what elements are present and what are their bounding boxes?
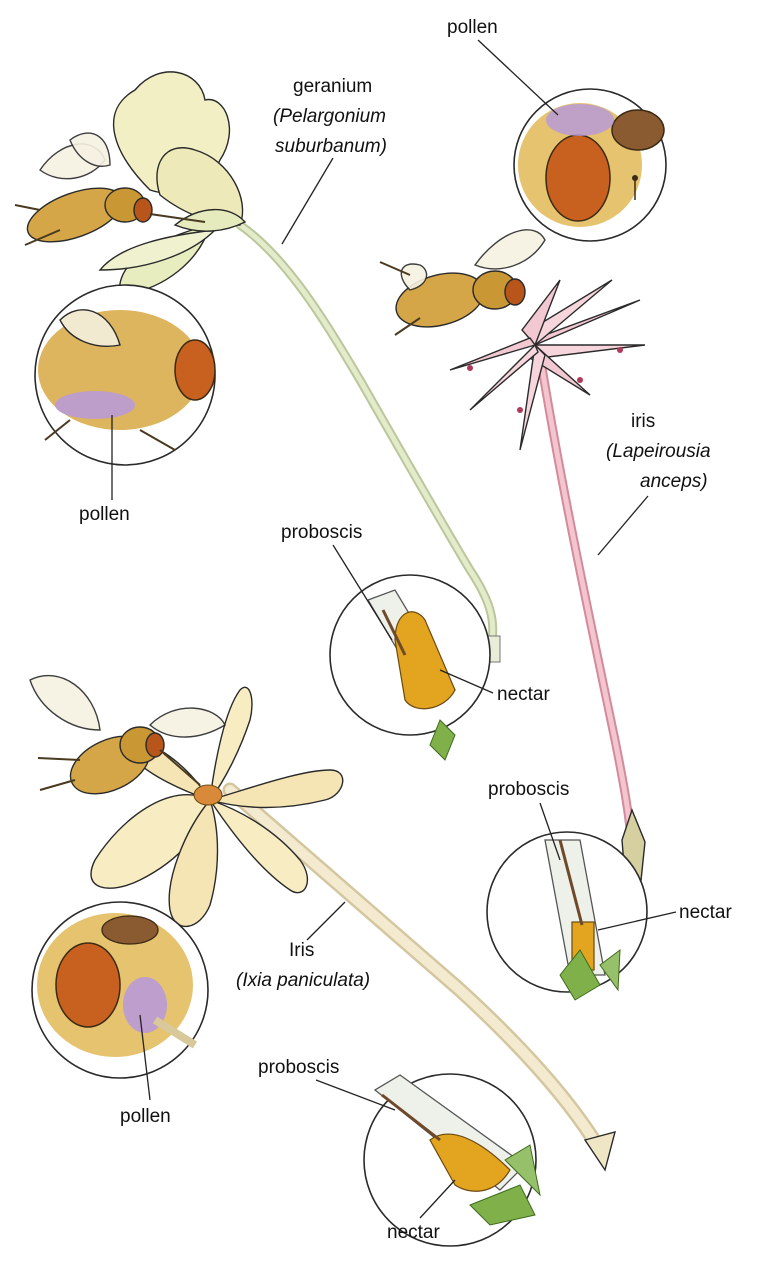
iris-ixia-latin-name: (Ixia paniculata)	[236, 970, 370, 991]
proboscis-label-right: proboscis	[488, 779, 569, 800]
right-tube-magnifier	[487, 832, 647, 1000]
pollen-label-top-right: pollen	[447, 17, 498, 38]
iris-ixia-leader	[307, 902, 345, 940]
proboscis-label-bottom: proboscis	[258, 1057, 339, 1078]
iris-lapeirousia-latin-line1: (Lapeirousia	[606, 441, 711, 462]
fly-on-pink-iris	[380, 230, 545, 336]
geranium-latin-name-line2: suburbanum)	[275, 136, 387, 157]
left-lower-magnifier	[32, 902, 208, 1078]
geranium-latin-name-line1: (Pelargonium	[273, 106, 386, 127]
pollen-cluster	[55, 391, 135, 419]
pollen-leader-top-right	[478, 40, 558, 115]
fly-eye	[56, 943, 120, 1027]
pollen-label-left-lower: pollen	[120, 1106, 171, 1127]
iris-lapeirousia-leader	[598, 496, 648, 555]
pollen-label-left-upper: pollen	[79, 504, 130, 525]
geranium-common-name: geranium	[293, 76, 372, 97]
geranium-leader-line	[282, 158, 333, 244]
lapeirousia-label: iris (Lapeirousia anceps)	[598, 411, 711, 555]
geranium-label: geranium (Pelargonium suburbanum)	[273, 76, 387, 244]
iris-lapeirousia-latin-line2: anceps)	[640, 471, 708, 492]
top-right-magnifier	[514, 89, 666, 241]
nectar-label-bottom: nectar	[387, 1222, 440, 1243]
ixia-label: Iris (Ixia paniculata)	[236, 902, 370, 991]
nectar-label-mid: nectar	[497, 684, 550, 705]
nectar-label-right: nectar	[679, 902, 732, 923]
left-upper-magnifier	[35, 285, 215, 465]
fly-eye	[546, 135, 610, 221]
bottom-tube-magnifier	[364, 1074, 540, 1246]
mid-tube-magnifier	[330, 575, 490, 760]
proboscis-label-mid: proboscis	[281, 522, 362, 543]
iris-ixia-common-name: Iris	[289, 940, 314, 961]
iris-lapeirousia-common-name: iris	[631, 411, 655, 432]
pollen-cluster	[546, 104, 614, 136]
